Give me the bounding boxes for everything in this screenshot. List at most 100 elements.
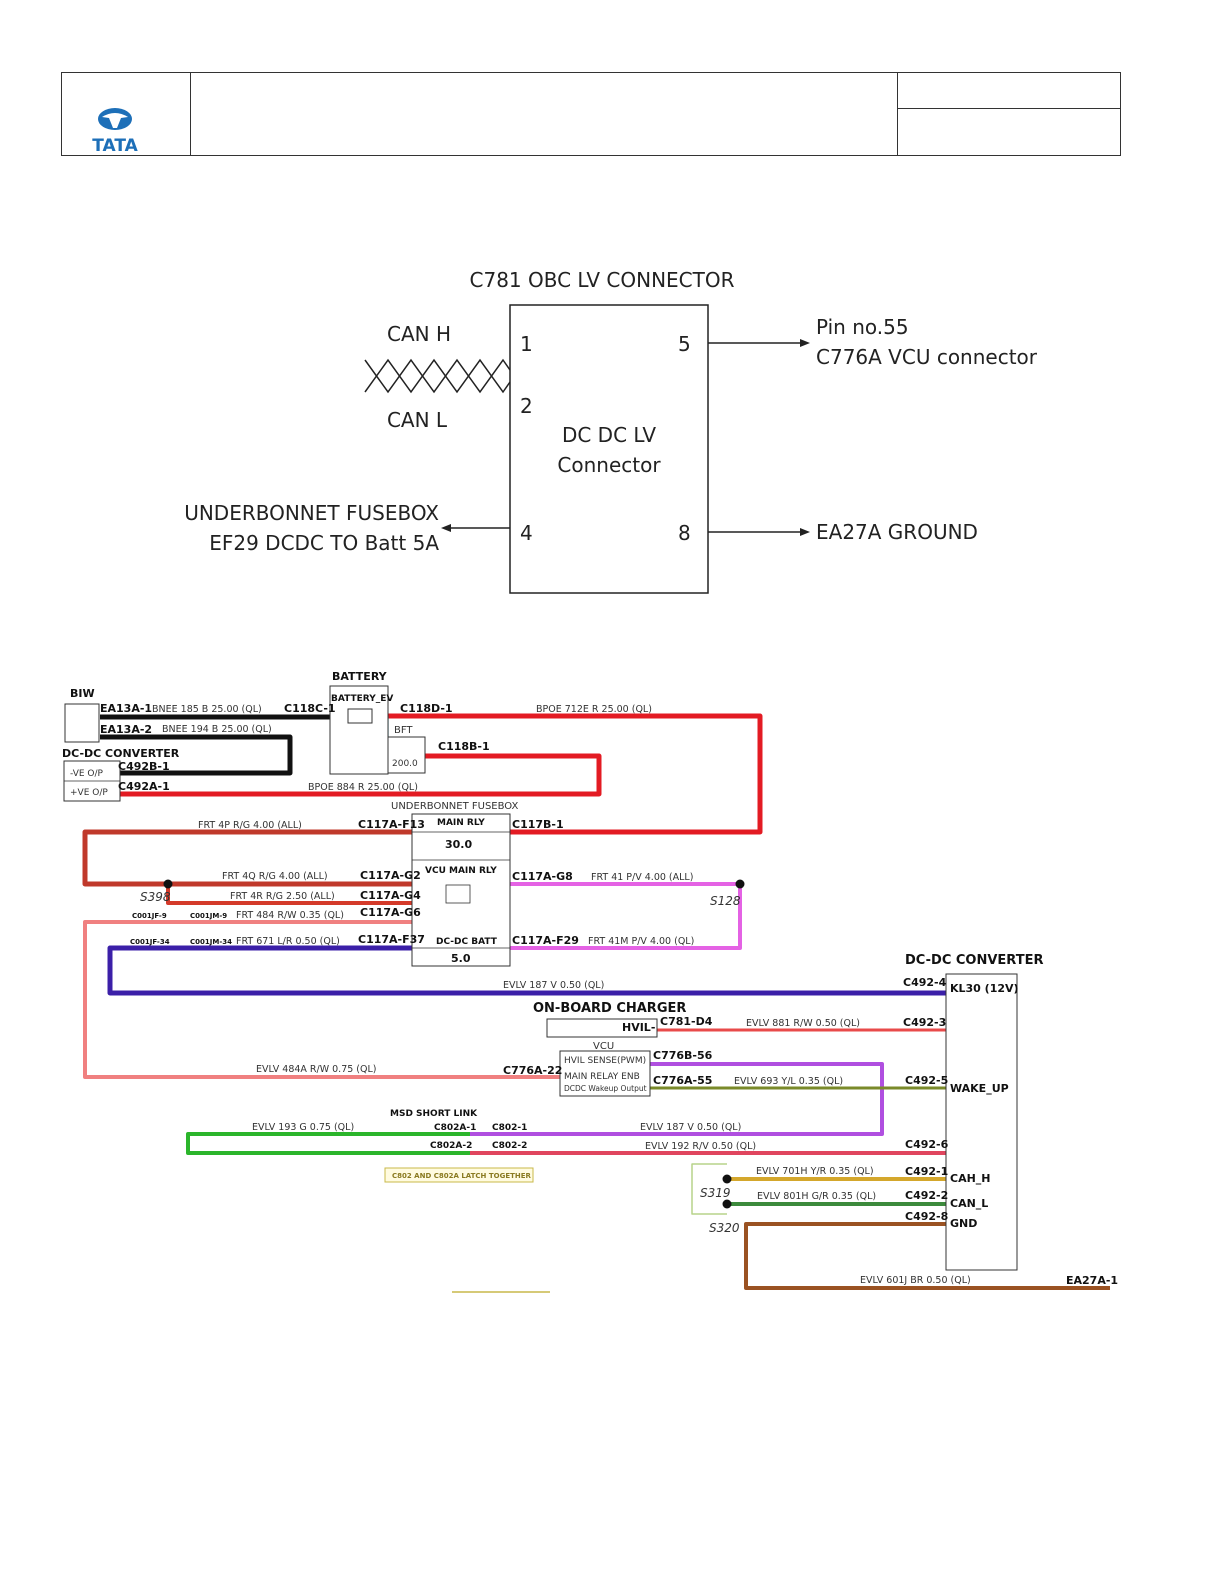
vcu-main-rly-label: VCU MAIN RLY <box>425 866 497 876</box>
vcu-relay-symbol <box>445 884 471 904</box>
pin-1: 1 <box>520 332 533 356</box>
ve-pos-label: +VE O/P <box>70 788 108 798</box>
wire-frt41-41m <box>510 882 742 950</box>
wire-label-bpoe884: BPOE 884 R 25.00 (QL) <box>308 782 418 793</box>
c492b1-label: C492B-1 <box>118 760 170 773</box>
main-rly-label: MAIN RLY <box>437 818 485 828</box>
c117b1-label: C117B-1 <box>512 818 564 831</box>
tata-logo: TATA <box>92 108 139 155</box>
ea27a1-label: EA27A-1 <box>1066 1274 1118 1287</box>
pin5-dest-1: Pin no.55 <box>816 315 909 339</box>
underbonnet-fusebox <box>411 813 511 967</box>
obc-box <box>546 1018 658 1038</box>
ea13a1-label: EA13A-1 <box>100 702 152 715</box>
wire-label-evlv187b: EVLV 187 V 0.50 (QL) <box>640 1122 741 1133</box>
dcdc-right-box <box>945 973 1018 1271</box>
c4922-label: C492-2 <box>905 1189 948 1202</box>
wire-frt484-evlv484a <box>83 920 560 1079</box>
dcdc-left-label: DC-DC CONVERTER <box>62 747 180 760</box>
c117af29-label: C117A-F29 <box>512 934 579 947</box>
wire-label-evlv484a: EVLV 484A R/W 0.75 (QL) <box>256 1064 377 1075</box>
wire-label-evlv881: EVLV 881 R/W 0.50 (QL) <box>746 1018 860 1029</box>
s128-label: S128 <box>710 894 741 908</box>
pin-4: 4 <box>520 521 533 545</box>
c4921-label: C492-1 <box>905 1165 948 1178</box>
wire-evlv187b <box>470 1062 884 1136</box>
box-label-1: DC DC LV <box>562 423 656 447</box>
cah-h-label: CAH_H <box>950 1172 991 1185</box>
wiring-diagram: BIW BATTERY DC-DC CONVERTER EA13A-1 EA13… <box>62 670 1118 1293</box>
c001jm9-label: C001JM-9 <box>190 912 227 920</box>
c4923-label: C492-3 <box>903 1016 946 1029</box>
s320-label: S320 <box>709 1221 740 1235</box>
block-title: C781 OBC LV CONNECTOR <box>470 268 735 292</box>
c4925-label: C492-5 <box>905 1074 948 1087</box>
wire-label-frt484: FRT 484 R/W 0.35 (QL) <box>236 910 344 921</box>
wire-label-evlv701h: EVLV 701H Y/R 0.35 (QL) <box>756 1166 874 1177</box>
pin8-dest: EA27A GROUND <box>816 520 978 544</box>
wire-label-evlv192: EVLV 192 R/V 0.50 (QL) <box>645 1141 756 1152</box>
c001jm34-label: C001JM-34 <box>190 938 232 946</box>
wire-frt4r <box>166 884 412 905</box>
wire-label-bpoe712e: BPOE 712E R 25.00 (QL) <box>536 704 652 715</box>
wire-label-evlv193: EVLV 193 G 0.75 (QL) <box>252 1122 354 1133</box>
wire-label-evlv801h: EVLV 801H G/R 0.35 (QL) <box>757 1191 876 1202</box>
logo-text: TATA <box>92 136 138 155</box>
wire-label-evlv601j: EVLV 601J BR 0.50 (QL) <box>860 1275 971 1286</box>
c118d1-label: C118D-1 <box>400 702 453 715</box>
dcdc-batt-value: 5.0 <box>451 952 471 965</box>
c492a1-label: C492A-1 <box>118 780 170 793</box>
wire-bpoe884 <box>120 753 602 797</box>
pin5-dest-2: C776A VCU connector <box>816 345 1038 369</box>
bft-label: BFT <box>394 725 413 736</box>
can-h-label: CAN H <box>387 322 451 346</box>
c117ag4-label: C117A-G4 <box>360 889 421 902</box>
c8021-label: C802-1 <box>492 1123 527 1133</box>
splice-s398 <box>163 879 173 889</box>
hvil-label: HVIL- <box>622 1021 655 1034</box>
wire-label-frt671: FRT 671 L/R 0.50 (QL) <box>236 936 340 947</box>
c802a1-label: C802A-1 <box>434 1123 476 1133</box>
c118c1-label: C118C-1 <box>284 702 336 715</box>
biw-label: BIW <box>70 687 95 700</box>
pin4-arrow <box>441 524 451 532</box>
c118b1-label: C118B-1 <box>438 740 490 753</box>
main-relay-enb-label: MAIN RELAY ENB <box>564 1072 640 1082</box>
c117af37-label: C117A-F37 <box>358 933 425 946</box>
wire-label-frt41: FRT 41 P/V 4.00 (ALL) <box>591 872 693 883</box>
pin-8: 8 <box>678 521 691 545</box>
c117ag6-label: C117A-G6 <box>360 906 421 919</box>
pin5-arrow <box>800 339 810 347</box>
latch-note: C802 AND C802A LATCH TOGETHER <box>392 1172 532 1180</box>
c802a2-label: C802A-2 <box>430 1141 472 1151</box>
pin8-arrow <box>800 528 810 536</box>
biw-box <box>64 703 100 743</box>
bft-box <box>387 736 426 774</box>
header-logo-cell: TATA <box>62 73 191 155</box>
splice-s319 <box>722 1174 732 1184</box>
c4924-label: C492-4 <box>903 976 947 989</box>
wire-evlv601j <box>744 1222 1110 1290</box>
pin-2: 2 <box>520 394 533 418</box>
ubfb-label: UNDERBONNET FUSEBOX <box>391 801 519 812</box>
s319-label: S319 <box>700 1186 731 1200</box>
battery-ev-label: BATTERY_EV <box>331 694 393 704</box>
c117ag2-label: C117A-G2 <box>360 869 421 882</box>
c117af13-label: C117A-F13 <box>358 818 425 831</box>
c776b56-label: C776B-56 <box>653 1049 713 1062</box>
can-l-line <box>364 358 511 394</box>
wire-bnee194 <box>100 734 293 776</box>
wire-label-frt4r: FRT 4R R/G 2.50 (ALL) <box>230 891 335 902</box>
battery-box <box>329 685 389 775</box>
vcu-box <box>559 1050 651 1097</box>
msd-label: MSD SHORT LINK <box>390 1109 478 1119</box>
s398-label: S398 <box>140 890 171 904</box>
wire-evlv193 <box>186 1132 470 1155</box>
c001jf9-label: C001JF-9 <box>132 912 167 920</box>
dcdc-right-label: DC-DC CONVERTER <box>905 953 1043 968</box>
ve-neg-label: -VE O/P <box>70 769 104 779</box>
wakeup-label: WAKE_UP <box>950 1082 1009 1095</box>
vcu-label: VCU <box>593 1041 614 1052</box>
bft-value: 200.0 <box>392 759 418 769</box>
